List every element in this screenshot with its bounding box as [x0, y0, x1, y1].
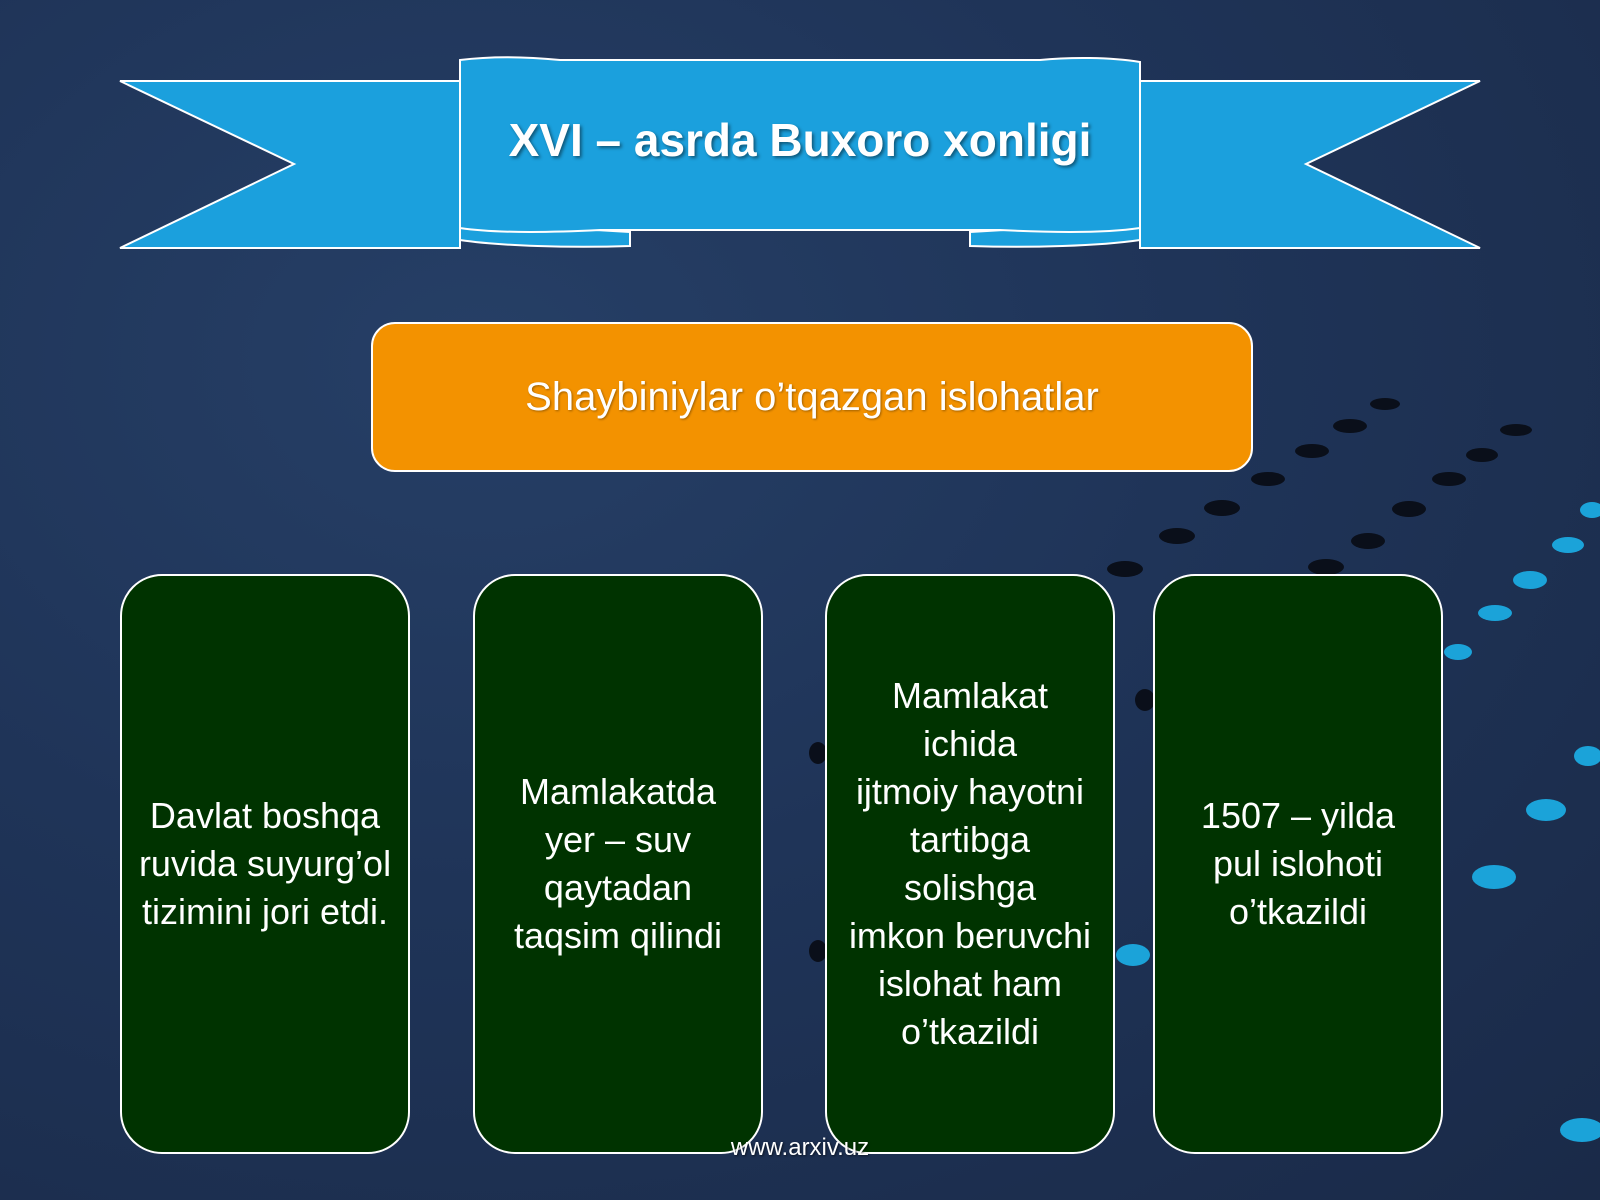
- ribbon-left-tail: [119, 80, 461, 249]
- reform-card-1: Davlat boshqa ruvida suyurg’ol tizimini …: [120, 574, 410, 1154]
- ribbon-right-tail: [1139, 80, 1481, 249]
- reform-card-1-text: Davlat boshqa ruvida suyurg’ol tizimini …: [138, 795, 392, 932]
- reform-card-2: Mamlakatda yer – suv qaytadan taqsim qil…: [473, 574, 763, 1154]
- reform-card-4-text: 1507 – yilda pul islohoti o’tkazildi: [1200, 795, 1396, 932]
- subtitle-box: Shaybiniylar o’tqazgan islohatlar: [371, 322, 1253, 472]
- watermark-text: www.arxiv.uz: [730, 1134, 870, 1161]
- ribbon-center: [459, 56, 1141, 233]
- reform-card-2-text: Mamlakatda yer – suv qaytadan taqsim qil…: [513, 771, 723, 956]
- slide-title: XVI – asrda Buxoro xonligi: [508, 114, 1092, 166]
- ribbon-banner: [119, 56, 1481, 249]
- subtitle-text: Shaybiniylar o’tqazgan islohatlar: [525, 374, 1099, 419]
- reform-card-3: Mamlakat ichida ijtmoiy hayotni tartibga…: [825, 574, 1115, 1154]
- reform-card-3-text: Mamlakat ichida ijtmoiy hayotni tartibga…: [848, 675, 1092, 1052]
- reform-card-4: 1507 – yilda pul islohoti o’tkazildi: [1153, 574, 1443, 1154]
